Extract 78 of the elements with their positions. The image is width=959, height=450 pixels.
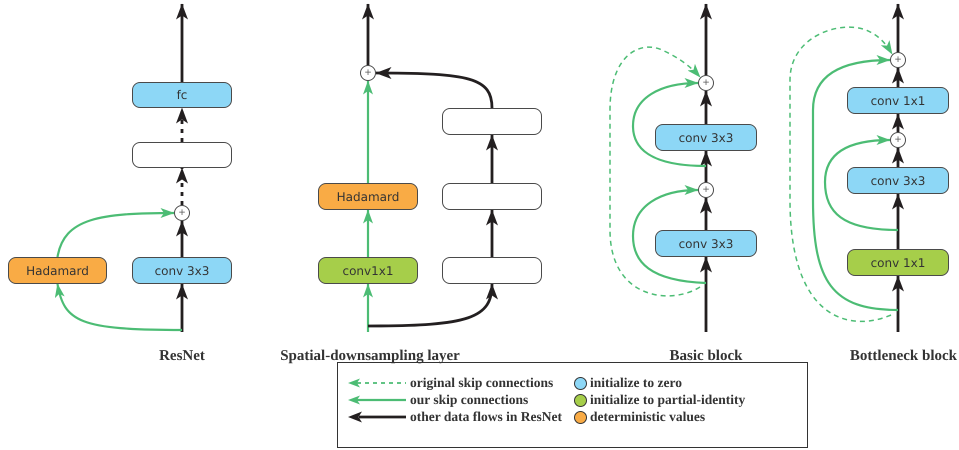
sum-circle bbox=[698, 182, 714, 198]
skip-arrow bbox=[632, 78, 706, 168]
layer-label: + bbox=[894, 56, 902, 64]
arrow bbox=[892, 148, 904, 167]
sum-circle bbox=[890, 52, 906, 68]
arrow bbox=[700, 90, 712, 124]
layer-box bbox=[132, 257, 232, 284]
arrow bbox=[176, 168, 188, 205]
layer-box bbox=[442, 108, 542, 135]
sum-circle bbox=[360, 65, 376, 81]
arrow bbox=[700, 150, 712, 182]
arrow bbox=[486, 210, 498, 257]
layer-label: + bbox=[894, 136, 902, 144]
layer-box bbox=[442, 183, 542, 210]
layer-label: fc bbox=[176, 88, 188, 102]
layer-label: conv1x1 bbox=[342, 264, 394, 278]
panel-title: Spatial-downsampling layer bbox=[280, 348, 460, 364]
layer-label: conv 3x3 bbox=[678, 236, 734, 250]
skip-arrow bbox=[824, 135, 898, 232]
sum-circle bbox=[174, 205, 190, 221]
layer-label: conv 3x3 bbox=[678, 130, 734, 144]
layer-box bbox=[132, 82, 232, 108]
layer-box bbox=[847, 167, 949, 194]
arrow bbox=[486, 134, 498, 183]
panel-title: Basic block bbox=[670, 348, 742, 364]
layer-label: + bbox=[702, 78, 710, 88]
skip-arrow bbox=[609, 46, 701, 297]
layer-label: conv 1x1 bbox=[870, 256, 926, 270]
skip-arrow bbox=[789, 26, 893, 322]
skip-arrow bbox=[363, 284, 373, 332]
layer-label: + bbox=[702, 186, 710, 194]
layer-box bbox=[318, 183, 418, 210]
panel-title: ResNet bbox=[159, 348, 205, 364]
arrow bbox=[892, 68, 904, 87]
layer-box bbox=[132, 142, 232, 168]
arrow bbox=[892, 276, 904, 332]
layer-box bbox=[847, 87, 949, 114]
skip-arrow bbox=[56, 208, 174, 258]
skip-arrow bbox=[363, 210, 373, 257]
legend-label: initialize to partial-identity bbox=[590, 392, 746, 408]
legend-label: deterministic values bbox=[590, 409, 706, 425]
layer-box bbox=[655, 230, 757, 257]
arrow bbox=[700, 256, 712, 332]
sum-circle bbox=[698, 75, 714, 91]
legend-label: initialize to zero bbox=[590, 375, 682, 391]
sum-circle bbox=[890, 132, 906, 148]
layer-label: Hadamard bbox=[26, 264, 89, 278]
arrow bbox=[362, 4, 374, 65]
panel-title: Bottleneck block bbox=[850, 348, 957, 364]
arrow bbox=[700, 198, 712, 230]
legend-label: original skip connections bbox=[410, 375, 554, 391]
layer-label: Hadamard bbox=[336, 190, 400, 204]
layer-box bbox=[655, 124, 757, 151]
arrow bbox=[176, 108, 188, 142]
skip-arrow bbox=[55, 284, 182, 332]
legend-label: our skip connections bbox=[410, 392, 528, 408]
arrow bbox=[892, 194, 904, 249]
layer-box bbox=[318, 257, 418, 284]
arrow bbox=[892, 114, 904, 132]
skip-arrow bbox=[812, 55, 898, 312]
arrow bbox=[176, 284, 188, 332]
arrow bbox=[892, 4, 904, 52]
legend-label: other data flows in ResNet bbox=[410, 409, 562, 425]
layer-label: conv 1x1 bbox=[870, 94, 926, 108]
skip-arrow bbox=[363, 80, 373, 183]
arrow bbox=[368, 284, 498, 328]
arrow bbox=[176, 4, 188, 82]
layer-box bbox=[442, 257, 542, 284]
arrow bbox=[176, 220, 188, 257]
layer-label: conv 3x3 bbox=[154, 264, 210, 278]
arrow bbox=[376, 67, 494, 108]
skip-arrow bbox=[632, 185, 706, 284]
layer-box bbox=[847, 249, 949, 276]
layer-label: conv 3x3 bbox=[870, 174, 926, 188]
layer-box bbox=[8, 257, 107, 284]
layer-label: + bbox=[178, 208, 186, 218]
arrow bbox=[700, 4, 712, 75]
layer-label: + bbox=[364, 68, 372, 78]
